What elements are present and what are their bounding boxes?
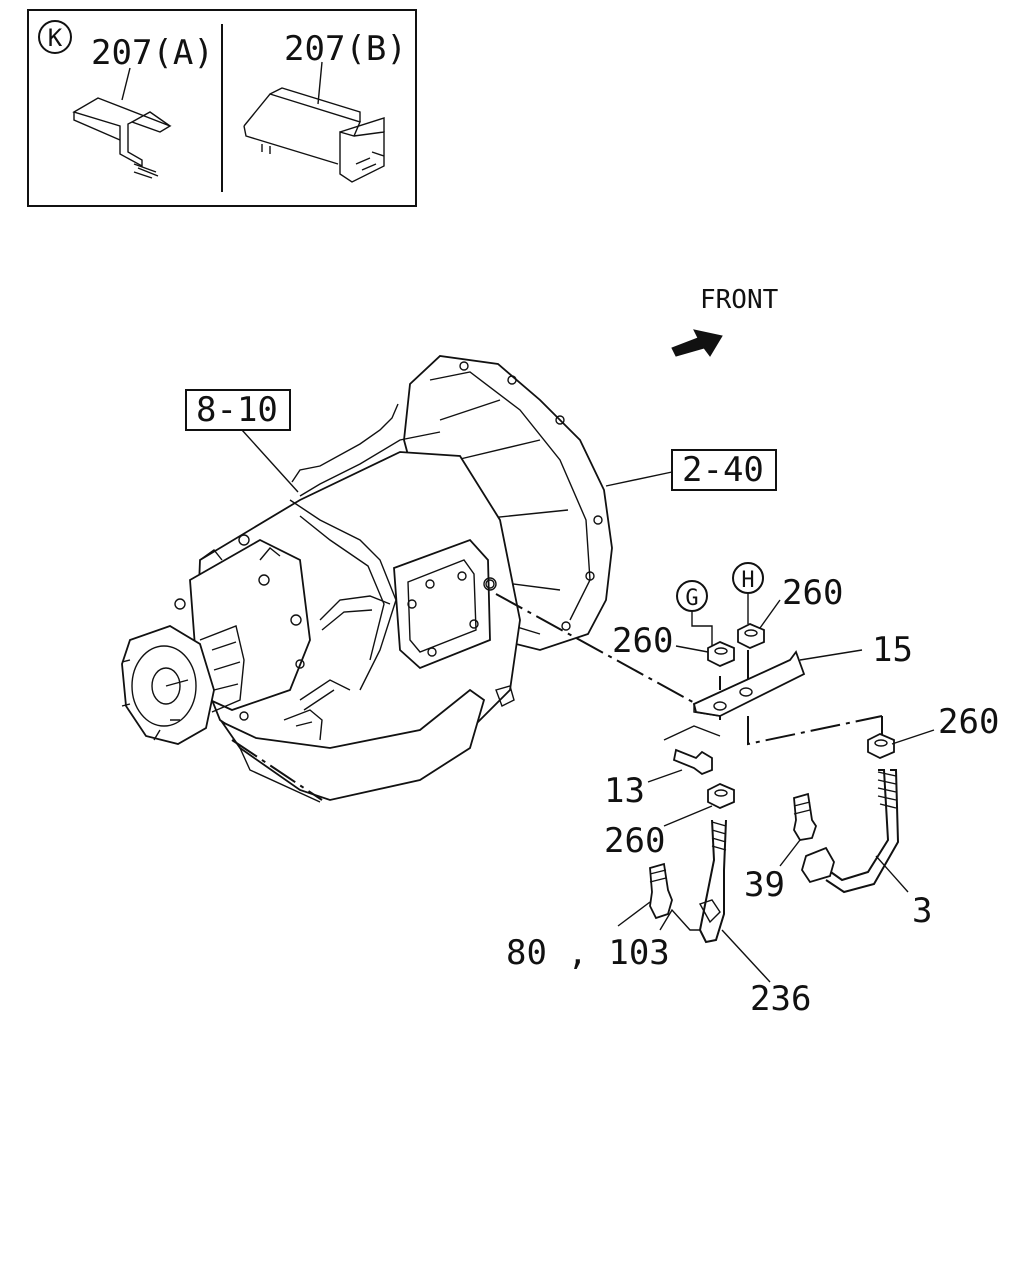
ref-box-8-10: 8-10: [185, 389, 299, 493]
k-marker-circle: [38, 20, 72, 54]
label-260-h: 260: [782, 573, 843, 613]
valve-body-cover: [393, 538, 491, 670]
oil-pan: [219, 688, 486, 801]
k-marker: K: [48, 24, 63, 52]
svg-text:2-40: 2-40: [682, 450, 764, 490]
nut-260-right-icon: [867, 733, 895, 759]
label-207a: 207(A): [91, 33, 214, 73]
hose-236-icon: [659, 819, 727, 944]
bolt-13-icon: [672, 748, 713, 776]
nut-260-lower-icon: [707, 783, 735, 809]
fittings-80-103-icon: [649, 862, 673, 920]
front-indicator: FRONT: [671, 285, 779, 357]
callouts: G H 260 260 15 260 13 260 39 3 80 , 103 …: [506, 562, 999, 1019]
label-80-103: 80 , 103: [506, 933, 670, 973]
nut-260-g-icon: [707, 641, 735, 667]
inset-panel: K 207(A) 207(B): [27, 9, 417, 207]
svg-text:8-10: 8-10: [196, 390, 278, 430]
label-260-right: 260: [938, 702, 999, 742]
bracket-207a-icon: [72, 67, 172, 179]
label-260-lower: 260: [604, 821, 665, 861]
ref-box-2-40: 2-40: [605, 449, 777, 491]
label-15: 15: [872, 630, 913, 670]
connector-39-icon: [793, 792, 817, 841]
bracket-15: [663, 650, 806, 741]
label-236: 236: [750, 979, 811, 1019]
label-260-g: 260: [612, 621, 673, 661]
front-arrow-icon: [671, 329, 723, 357]
label-13: 13: [604, 771, 645, 811]
assembly-leaders: [231, 593, 883, 801]
pipe-3-icon: [801, 769, 900, 894]
label-3: 3: [912, 891, 932, 931]
transmission-assembly: [121, 355, 613, 803]
h-marker: H: [741, 568, 754, 593]
front-label: FRONT: [700, 285, 779, 315]
label-207b: 207(B): [284, 29, 407, 69]
g-marker: G: [685, 586, 698, 611]
inset-frame: [27, 9, 417, 207]
nut-260-h-icon: [737, 623, 765, 649]
bracket-207b-icon: [243, 61, 385, 183]
label-39: 39: [744, 865, 785, 905]
